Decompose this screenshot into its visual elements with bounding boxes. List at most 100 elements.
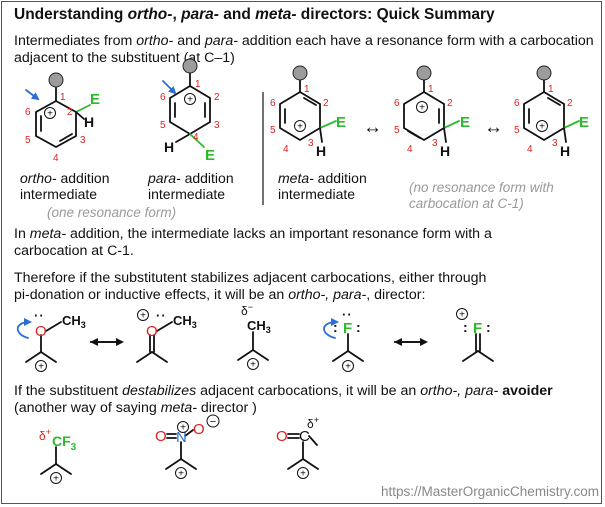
lone-pair-icon: ·· bbox=[34, 308, 45, 323]
meta-ring-numbers-2: 1 2 3 4 5 6 bbox=[394, 84, 453, 155]
svg-text:6: 6 bbox=[514, 98, 520, 109]
substituent-ball-icon bbox=[416, 65, 432, 81]
svg-text:2: 2 bbox=[323, 98, 329, 109]
lone-pair-icon: : bbox=[463, 319, 468, 335]
plus-charge: + bbox=[140, 311, 146, 322]
svg-text:5: 5 bbox=[160, 120, 166, 131]
svg-text:6: 6 bbox=[270, 98, 276, 109]
carbocation-icon bbox=[44, 107, 56, 119]
fluoronium-charge-icon bbox=[456, 308, 468, 320]
svg-text:5: 5 bbox=[394, 125, 400, 136]
svg-text:6: 6 bbox=[160, 92, 166, 103]
svg-text:3: 3 bbox=[308, 138, 314, 149]
svg-text:2: 2 bbox=[214, 92, 220, 103]
svg-text:5: 5 bbox=[514, 125, 520, 136]
svg-text:2: 2 bbox=[67, 107, 73, 118]
ortho-label-line-2: intermediate bbox=[20, 186, 98, 202]
resonance-arrow-icon: ↔ bbox=[363, 117, 382, 138]
svg-text:δ−: δ− bbox=[241, 302, 253, 318]
plus-charge: + bbox=[419, 103, 425, 114]
methyl-group: CH bbox=[62, 313, 81, 328]
svg-text:δ+: δ+ bbox=[307, 415, 319, 431]
fluorine-atom: F bbox=[343, 320, 352, 337]
svg-text:4: 4 bbox=[407, 144, 413, 155]
hydrogen-label: H bbox=[164, 139, 174, 155]
substituent-ball-icon bbox=[292, 65, 308, 81]
ortho-intermediate bbox=[25, 83, 91, 149]
methyl-carbocation bbox=[237, 331, 269, 361]
plus-charge: + bbox=[187, 95, 193, 106]
svg-text:4: 4 bbox=[53, 153, 59, 164]
hydrogen-label: H bbox=[440, 143, 450, 159]
svg-text:2: 2 bbox=[447, 98, 453, 109]
para-intermediate bbox=[162, 69, 211, 148]
lone-pair-icon: : bbox=[486, 319, 491, 335]
svg-text:5: 5 bbox=[270, 125, 276, 136]
carbocation-icon bbox=[536, 120, 548, 132]
svg-text:6: 6 bbox=[25, 107, 31, 118]
svg-text:δ+: δ+ bbox=[39, 427, 51, 443]
minus-charge: − bbox=[210, 416, 216, 428]
trifluoromethyl-group: CF bbox=[52, 433, 71, 449]
svg-text:3: 3 bbox=[214, 120, 220, 131]
meta-label-line-2: intermediate bbox=[278, 186, 356, 202]
electrophile-label: E bbox=[460, 114, 470, 131]
therefore-line-2: pi-donation or inductive effects, it wil… bbox=[14, 287, 426, 303]
ortho-label-line-1: ortho- addition bbox=[20, 170, 110, 186]
partial-negative-label: δ bbox=[241, 304, 248, 318]
plus-charge: + bbox=[47, 109, 53, 120]
carbocation-icon bbox=[50, 472, 62, 484]
carbocation-icon bbox=[184, 93, 196, 105]
svg-text:CH3: CH3 bbox=[62, 313, 86, 330]
no-resonance-note-1: (no resonance form with bbox=[409, 180, 554, 195]
lone-pair-icon: : bbox=[356, 319, 361, 335]
oxygen-atom: O bbox=[193, 421, 205, 438]
oxocarbenium bbox=[136, 321, 173, 363]
plus-charge: + bbox=[345, 362, 351, 373]
lone-pair-icon: ·· bbox=[156, 308, 167, 323]
ortho-ring-numbers: 1 2 3 4 5 6 bbox=[25, 92, 86, 164]
oxygen-atom: O bbox=[155, 428, 167, 445]
oxonium-charge-icon bbox=[137, 309, 149, 321]
partial-positive-label: δ bbox=[39, 429, 46, 443]
carbocation-icon bbox=[35, 360, 47, 372]
para-ring-numbers: 1 2 3 4 5 6 bbox=[160, 79, 220, 143]
no-resonance-note-2: carbocation at C-1) bbox=[409, 196, 524, 211]
svg-text:CH3: CH3 bbox=[247, 318, 271, 335]
electrophile-label: E bbox=[579, 114, 589, 131]
partial-positive-label: δ bbox=[307, 417, 314, 431]
meta-ring-numbers-1: 1 2 3 4 5 6 bbox=[270, 84, 329, 155]
carbocation-icon bbox=[297, 467, 309, 479]
substituent-ball-icon bbox=[182, 58, 198, 74]
svg-text:6: 6 bbox=[394, 98, 400, 109]
oxygen-atom: O bbox=[146, 323, 158, 340]
svg-text:4: 4 bbox=[283, 144, 289, 155]
intro-line-2: adjacent to the substituent (at C–1) bbox=[14, 50, 235, 66]
svg-text:1: 1 bbox=[304, 84, 310, 95]
fluorine-atom: F bbox=[473, 320, 482, 337]
svg-text:3: 3 bbox=[432, 138, 438, 149]
meta-intermediate-1 bbox=[279, 76, 337, 143]
nitrogen-atom: N bbox=[176, 429, 187, 446]
meta-text-line-2: carbocation at C-1. bbox=[14, 243, 134, 259]
fluoronium bbox=[462, 333, 494, 362]
svg-text:2: 2 bbox=[567, 98, 573, 109]
carbocation-icon bbox=[294, 120, 306, 132]
electrophile-label: E bbox=[336, 114, 346, 131]
hydrogen-label: H bbox=[316, 143, 326, 159]
meta-ring-numbers-3: 1 2 3 4 5 6 bbox=[514, 84, 573, 155]
methoxy-carbocation bbox=[16, 318, 62, 363]
footer-url: https://MasterOrganicChemistry.com bbox=[381, 484, 600, 499]
svg-text:1: 1 bbox=[548, 84, 554, 95]
lone-pair-icon: ·· bbox=[342, 307, 353, 322]
plus-charge: + bbox=[38, 362, 44, 373]
plus-charge: + bbox=[539, 122, 545, 133]
substituent-ball-icon bbox=[536, 65, 552, 81]
carbon-atom: C bbox=[299, 428, 310, 445]
oxygen-atom: O bbox=[35, 323, 47, 340]
nitro-carbocation bbox=[165, 429, 197, 470]
substituent-ball-icon bbox=[48, 72, 64, 88]
carbocation-icon bbox=[342, 360, 354, 372]
